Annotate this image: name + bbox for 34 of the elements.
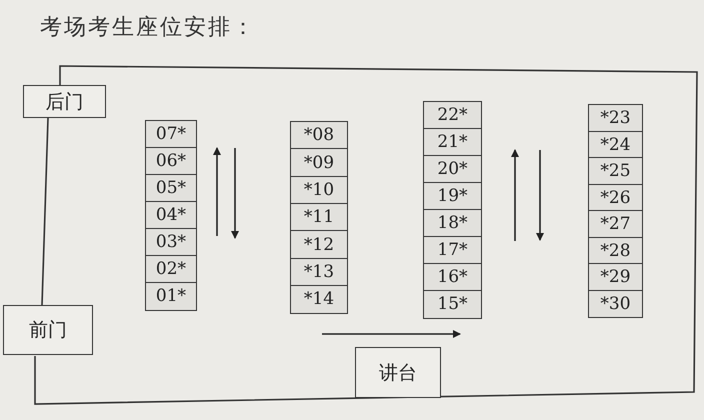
- seat-box: 17*: [423, 236, 482, 264]
- title: 考场考生座位安排：: [40, 14, 256, 42]
- door-box: 后门: [23, 85, 106, 118]
- seat-box: *13: [290, 258, 348, 286]
- seat-box: 01*: [145, 282, 197, 310]
- seat-box: *29: [588, 263, 643, 291]
- seat-box: *26: [588, 184, 643, 212]
- seat-box: *11: [290, 202, 348, 232]
- podium-box: 讲台: [355, 347, 441, 398]
- seat-box: *10: [290, 176, 348, 204]
- seat-box: 05*: [145, 174, 197, 202]
- seat-box: 21*: [423, 128, 482, 156]
- seat-box: 15*: [423, 290, 482, 318]
- seat-box: *28: [588, 236, 643, 264]
- seat-box: 06*: [145, 147, 197, 176]
- seat-box: *23: [588, 104, 643, 132]
- seat-box: *09: [290, 148, 348, 178]
- seat-box: 18*: [423, 209, 482, 238]
- seat-box: *14: [290, 284, 348, 314]
- seat-box: 07*: [145, 120, 197, 148]
- seat-box: *25: [588, 157, 643, 185]
- seat-box: *27: [588, 210, 643, 238]
- seat-box: 22*: [423, 101, 482, 130]
- seat-box: 03*: [145, 228, 197, 256]
- seat-box: *12: [290, 230, 348, 259]
- door-box: 前门: [3, 305, 93, 355]
- seat-box: *08: [290, 121, 348, 150]
- seat-box: 02*: [145, 255, 197, 284]
- seat-box: 04*: [145, 201, 197, 230]
- seat-box: 20*: [423, 155, 482, 184]
- seat-box: *24: [588, 130, 643, 158]
- seat-box: *30: [588, 290, 643, 318]
- seat-box: 19*: [423, 182, 482, 210]
- seat-box: 16*: [423, 263, 482, 292]
